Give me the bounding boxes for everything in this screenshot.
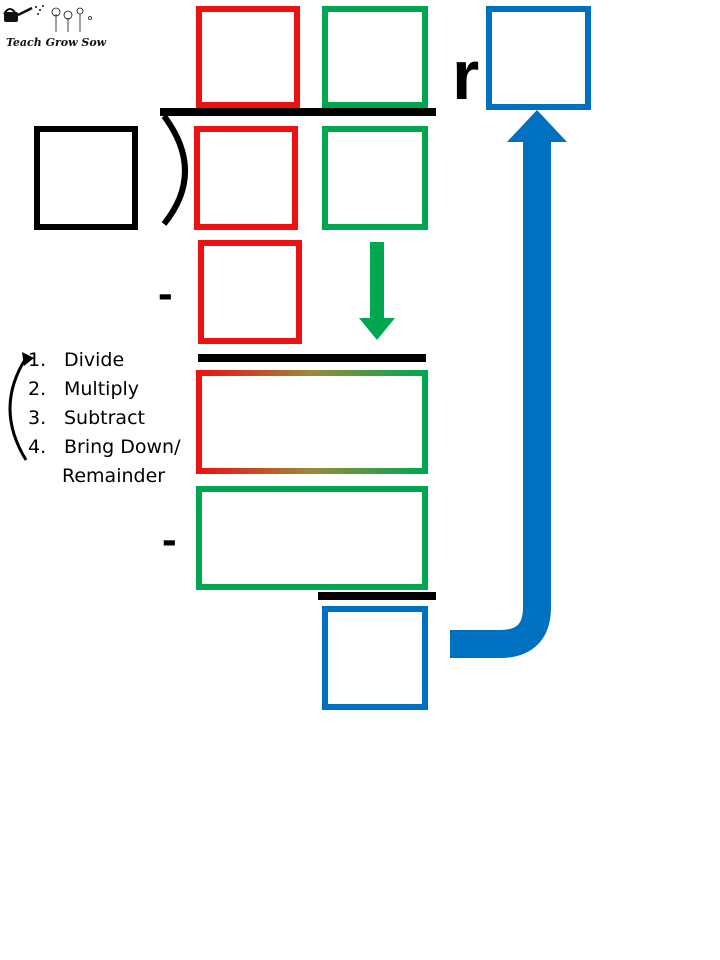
divisor-box[interactable] (34, 126, 138, 230)
step-item: 1. Divide (28, 346, 181, 375)
product-1-box[interactable] (198, 240, 302, 344)
product-2-box[interactable] (196, 486, 428, 590)
step-label: Bring Down/ (64, 436, 181, 458)
difference-box[interactable] (196, 370, 428, 474)
step-number: 2. (28, 378, 47, 400)
division-bar (160, 108, 436, 116)
step-number: 1. (28, 349, 47, 371)
quotient-tens-box[interactable] (196, 6, 300, 108)
teach-grow-sow-logo: Teach Grow Sow (0, 0, 110, 56)
steps-list: 1. Divide 2. Multiply 3. Subtract 4. Bring D… (28, 346, 181, 491)
step-continuation-label: Remainder (62, 465, 166, 487)
minus-sign-2: - (162, 515, 177, 564)
logo-text: Teach Grow Sow (6, 36, 107, 49)
step-continuation: Remainder (28, 462, 181, 491)
dividend-ones-box[interactable] (322, 126, 428, 230)
step-label: Subtract (64, 407, 145, 429)
step-item: 4. Bring Down/ (28, 433, 181, 462)
step-item: 3. Subtract (28, 404, 181, 433)
step-label: Multiply (64, 378, 140, 400)
minus-sign-1: - (158, 269, 173, 318)
remainder-result-box[interactable] (322, 606, 428, 710)
quotient-ones-box[interactable] (322, 6, 428, 108)
watering-can-icon (3, 5, 92, 32)
dividend-tens-box[interactable] (194, 126, 298, 230)
step-number: 4. (28, 436, 47, 458)
step-label: Divide (64, 349, 125, 371)
subtraction-line-1 (198, 354, 426, 362)
dandelion-icon (51, 7, 92, 32)
remainder-label: r (452, 36, 480, 114)
step-number: 3. (28, 407, 47, 429)
step-item: 2. Multiply (28, 375, 181, 404)
remainder-box[interactable] (486, 6, 591, 110)
subtraction-line-2 (318, 592, 436, 600)
